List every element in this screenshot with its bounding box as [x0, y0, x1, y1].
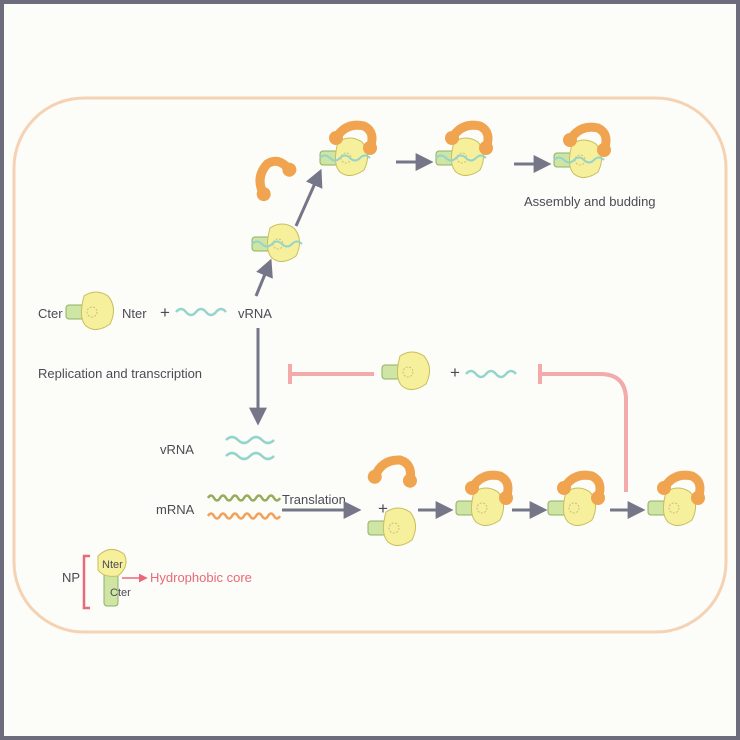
np-legend-head — [97, 549, 127, 577]
assembly-complex-1 — [320, 125, 377, 175]
np-legend-label: NP — [62, 570, 80, 585]
translation-label: Translation — [282, 492, 346, 507]
vrna-strand-2 — [465, 369, 517, 379]
replication-label: Replication and transcription — [38, 366, 202, 381]
plus-sign: + — [160, 303, 170, 322]
np-vp40-complex-3 — [647, 475, 705, 527]
cter-label: Cter — [38, 306, 63, 321]
nter-label: Nter — [122, 306, 147, 321]
arrow-to-assembly-1 — [294, 168, 323, 227]
vrna-label-bottom: vRNA — [160, 442, 194, 457]
vrna-product-1 — [225, 435, 275, 445]
np-inhibitor — [381, 351, 431, 391]
np-vp40-complex-1 — [455, 475, 513, 527]
plus-sign-2: + — [450, 363, 460, 382]
vrna-label-top: vRNA — [238, 306, 272, 321]
mrna-strand-green — [206, 494, 282, 502]
np-rna-complex — [252, 224, 302, 262]
assembly-complex-2 — [436, 125, 493, 175]
np-vp40-complex-2 — [547, 475, 605, 527]
np-legend-bracket — [82, 554, 90, 610]
assembly-budding-label: Assembly and budding — [524, 194, 656, 209]
plus-sign-3: + — [378, 499, 388, 518]
vrna-strand — [175, 307, 227, 317]
np-legend-cter: Cter — [110, 587, 131, 599]
vp40-translated — [366, 457, 418, 495]
mrna-label: mRNA — [156, 502, 195, 517]
vp40-free — [249, 152, 299, 208]
assembly-complex-3 — [554, 127, 611, 177]
np-protein — [65, 291, 115, 331]
np-translated — [367, 507, 417, 547]
inhibition-line-right — [540, 372, 628, 492]
mrna-strand-orange — [206, 512, 282, 520]
hydrophobic-core-label: Hydrophobic core — [150, 570, 252, 585]
vrna-product-2 — [225, 451, 275, 461]
np-legend-nter: Nter — [102, 559, 123, 571]
cell-membrane — [12, 96, 728, 634]
arrow-to-nucleocapsid — [254, 258, 273, 297]
